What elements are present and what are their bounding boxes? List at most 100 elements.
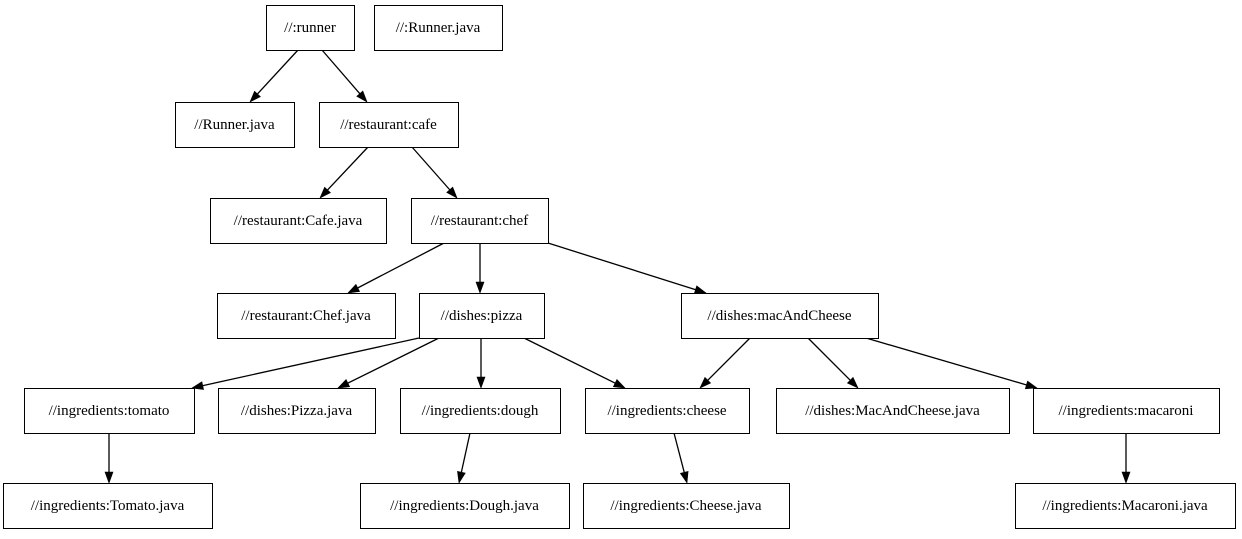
graph-node-ing_tomato[interactable]: //ingredients:tomato — [24, 388, 195, 434]
graph-edge — [337, 337, 440, 389]
edge-arrowhead — [846, 376, 859, 389]
node-label: //ingredients:Macaroni.java — [1042, 498, 1208, 514]
graph-edge — [699, 337, 751, 389]
graph-node-dishes_macjava[interactable]: //dishes:MacAndCheese.java — [776, 388, 1010, 434]
node-box[interactable] — [319, 102, 459, 148]
node-label: //ingredients:cheese — [607, 403, 726, 419]
graph-node-ing_cheese[interactable]: //ingredients:cheese — [585, 388, 750, 434]
graph-edge — [319, 146, 369, 199]
edge-line — [807, 337, 852, 382]
node-label: //Runner.java — [194, 117, 275, 133]
node-label: //restaurant:Cafe.java — [234, 213, 363, 229]
node-box[interactable] — [1033, 388, 1220, 434]
graph-edge — [104, 433, 114, 484]
node-box[interactable] — [218, 388, 376, 434]
node-label: //:Runner.java — [396, 20, 481, 36]
graph-edge — [807, 337, 859, 389]
node-label: //restaurant:Chef.java — [241, 308, 371, 324]
node-box[interactable] — [3, 483, 213, 529]
node-box[interactable] — [24, 388, 195, 434]
node-label: //ingredients:Tomato.java — [31, 498, 185, 514]
node-box[interactable] — [266, 5, 355, 51]
graph-edge — [321, 49, 368, 103]
edge-line — [326, 146, 369, 192]
node-box[interactable] — [360, 483, 570, 529]
graph-edge — [1121, 433, 1131, 484]
node-box[interactable] — [1015, 483, 1236, 529]
graph-node-ing_dough[interactable]: //ingredients:dough — [400, 388, 561, 434]
node-label: //dishes:MacAndCheese.java — [805, 403, 980, 419]
node-box[interactable] — [583, 483, 790, 529]
edge-arrowhead — [337, 379, 351, 389]
edge-line — [346, 337, 440, 385]
graph-edge — [249, 49, 299, 103]
edge-arrowhead — [104, 471, 114, 484]
graph-node-restaurant_chefjava[interactable]: //restaurant:Chef.java — [217, 293, 396, 339]
graph-node-ing_cheesejava[interactable]: //ingredients:Cheese.java — [583, 483, 790, 529]
graph-edge — [547, 242, 707, 294]
edge-arrowhead — [347, 283, 361, 294]
graph-edge — [191, 337, 420, 390]
graph-node-ing_macaroni[interactable]: //ingredients:macaroni — [1033, 388, 1220, 434]
graph-edge — [673, 432, 689, 484]
edge-arrowhead — [699, 376, 712, 389]
graph-node-dishes_macandcheese[interactable]: //dishes:macAndCheese — [681, 293, 879, 339]
graph-node-restaurant_chef[interactable]: //restaurant:chef — [411, 198, 549, 244]
graph-node-restaurant_cafejava[interactable]: //restaurant:Cafe.java — [210, 198, 387, 244]
graph-node-runner[interactable]: //:runner — [266, 5, 355, 51]
node-box[interactable] — [776, 388, 1010, 434]
node-label: //dishes:pizza — [441, 308, 523, 324]
node-label: //ingredients:macaroni — [1059, 403, 1194, 419]
edge-line — [460, 432, 471, 474]
graph-node-ing_macaronijava[interactable]: //ingredients:Macaroni.java — [1015, 483, 1236, 529]
node-box[interactable] — [411, 198, 549, 244]
graph-node-dishes_pizza[interactable]: //dishes:pizza — [419, 293, 545, 339]
node-label: //ingredients:Cheese.java — [610, 498, 762, 514]
edge-arrowhead — [1121, 471, 1131, 484]
node-box[interactable] — [681, 293, 879, 339]
edge-arrowhead — [612, 379, 626, 389]
graph-edge — [865, 337, 1038, 390]
edge-line — [673, 432, 686, 474]
edge-arrowhead — [693, 285, 707, 294]
node-label: //dishes:Pizza.java — [241, 403, 353, 419]
graph-node-ing_tomatojava[interactable]: //ingredients:Tomato.java — [3, 483, 213, 529]
edge-line — [356, 242, 445, 290]
node-box[interactable] — [175, 102, 295, 148]
edges-layer — [104, 49, 1131, 484]
edge-arrowhead — [191, 381, 204, 390]
node-box[interactable] — [419, 293, 545, 339]
edge-arrowhead — [475, 281, 485, 294]
graph-edge — [457, 432, 471, 484]
node-box[interactable] — [210, 198, 387, 244]
graph-node-runner_java[interactable]: //Runner.java — [175, 102, 295, 148]
graph-edge — [476, 338, 486, 389]
node-box[interactable] — [585, 388, 750, 434]
node-label: //restaurant:chef — [431, 213, 528, 229]
graph-node-ing_doughjava[interactable]: //ingredients:Dough.java — [360, 483, 570, 529]
node-label: //ingredients:dough — [422, 403, 539, 419]
edge-line — [865, 337, 1029, 386]
node-box[interactable] — [400, 388, 561, 434]
node-box[interactable] — [217, 293, 396, 339]
graph-node-dishes_pizzajava[interactable]: //dishes:Pizza.java — [218, 388, 376, 434]
edge-line — [411, 146, 452, 192]
edge-arrowhead — [457, 471, 466, 484]
graph-node-restaurant_cafe[interactable]: //restaurant:cafe — [319, 102, 459, 148]
graph-edge — [347, 242, 445, 294]
nodes-layer: //:runner //:Runner.java //Runner.java //re… — [3, 5, 1236, 529]
node-label: //ingredients:Dough.java — [390, 498, 539, 514]
graph-node-runner_java_root[interactable]: //:Runner.java — [374, 5, 503, 51]
graph-edge — [475, 243, 485, 294]
edge-line — [321, 49, 362, 96]
node-box[interactable] — [374, 5, 503, 51]
edge-arrowhead — [679, 470, 689, 484]
graph-edge — [411, 146, 458, 199]
edge-arrowhead — [249, 90, 261, 103]
edge-arrowhead — [446, 186, 458, 199]
edge-line — [255, 49, 299, 96]
node-label: //:runner — [284, 20, 336, 36]
edge-line — [201, 337, 420, 387]
